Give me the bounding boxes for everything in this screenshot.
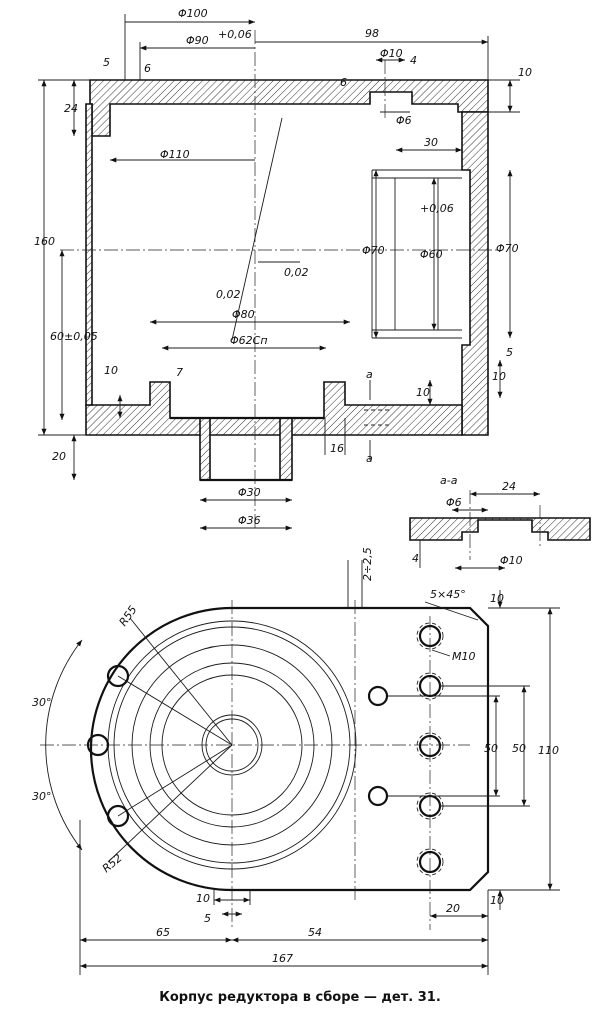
boss-wall — [199, 417, 211, 481]
dim-20: 20 — [52, 450, 66, 463]
plan-dim-65: 65 — [156, 926, 170, 939]
left-thin-wall — [85, 103, 93, 406]
dim-5: 5 — [103, 56, 110, 69]
plan-dim-54: 54 — [308, 926, 322, 939]
section-view — [38, 14, 520, 531]
dim-60-tol: 60±0,05 — [50, 330, 98, 343]
dim-10-right: 10 — [518, 66, 532, 79]
section-title: a-a — [440, 474, 458, 487]
plan-view-labels: 2÷2,5 5×45° 10 R55 M10 30° 30° 50 50 110… — [32, 547, 559, 965]
section-mark-a2: a — [366, 452, 373, 465]
plan-dim-r55: R55 — [116, 603, 139, 628]
dim-d80: Φ80 — [232, 308, 255, 321]
dim-d60: Φ60 — [420, 248, 443, 261]
plan-dim-angle2: 30° — [32, 790, 52, 803]
plan-view — [40, 560, 560, 975]
dim-30: 30 — [424, 136, 438, 149]
plan-dim-10-top: 10 — [490, 592, 504, 605]
dim-10b: 10 — [416, 386, 430, 399]
sec-dim-d6: Φ6 — [446, 496, 462, 509]
dim-d70b: Φ70 — [496, 242, 519, 255]
plan-dim-20: 20 — [446, 902, 460, 915]
roughness-7: 7 — [176, 366, 183, 379]
plan-outline — [89, 606, 490, 892]
plan-dim-50b: 50 — [484, 742, 498, 755]
dim-4: 4 — [410, 54, 417, 67]
dim-10a: 10 — [104, 364, 118, 377]
dim-d70a: Φ70 — [362, 244, 385, 257]
dim-16: 16 — [330, 442, 344, 455]
sec-dim-d10: Φ10 — [500, 554, 523, 567]
dim-160: 160 — [34, 235, 55, 248]
plan-dim-10: 10 — [196, 892, 210, 905]
bottom-wall — [85, 381, 463, 436]
dim-002a: 0,02 — [284, 266, 309, 279]
plan-dim-5: 5 — [204, 912, 211, 925]
section-view-labels: Φ100 Φ90 +0,06 98 5 6 6 Φ10 4 Φ6 10 24 Φ… — [34, 7, 532, 527]
dim-d100: Φ100 — [178, 7, 208, 20]
dim-10c: 10 — [492, 370, 506, 383]
dim-d6: Φ6 — [396, 114, 412, 127]
dim-002b: 0,02 — [216, 288, 241, 301]
dim-24: 24 — [64, 102, 78, 115]
plan-dim-50a: 50 — [512, 742, 526, 755]
section-a-a-labels: a-a 24 Φ6 4 Φ10 — [412, 474, 523, 567]
dim-d110: Φ110 — [160, 148, 190, 161]
boss-wall-right — [279, 417, 293, 481]
dim-d60-tol: +0,06 — [420, 202, 454, 215]
sec-dim-4: 4 — [412, 552, 419, 565]
plan-dim-angle1: 30° — [32, 696, 52, 709]
dim-98: 98 — [365, 27, 379, 40]
figure-caption: Корпус редуктора в сборе — дет. 31. — [159, 990, 441, 1005]
sec-dim-24: 24 — [502, 480, 516, 493]
dim-d90-tol: +0,06 — [218, 28, 252, 41]
dim-d36: Φ36 — [238, 514, 261, 527]
roughness-6b: 6 — [340, 76, 347, 89]
plan-dim-2-2-5: 2÷2,5 — [361, 547, 374, 581]
plan-dim-110: 110 — [538, 744, 559, 757]
top-wall — [89, 79, 489, 137]
right-wall — [461, 111, 489, 436]
section-mark-a: a — [366, 368, 373, 381]
dim-d62: Φ62Сп — [230, 334, 268, 347]
dim-5b: 5 — [506, 346, 513, 359]
section-a-a — [409, 490, 591, 571]
dim-d90: Φ90 — [186, 34, 209, 47]
plan-dim-10-bottom: 10 — [490, 894, 504, 907]
plan-dim-r52: R52 — [100, 851, 125, 875]
plan-dim-chamfer: 5×45° — [430, 588, 466, 601]
plan-dim-167: 167 — [272, 952, 293, 965]
dim-d10-hole: Φ10 — [380, 47, 403, 60]
roughness-6a: 6 — [144, 62, 151, 75]
dim-d30: Φ30 — [238, 486, 261, 499]
plan-dim-m10: M10 — [452, 650, 476, 663]
